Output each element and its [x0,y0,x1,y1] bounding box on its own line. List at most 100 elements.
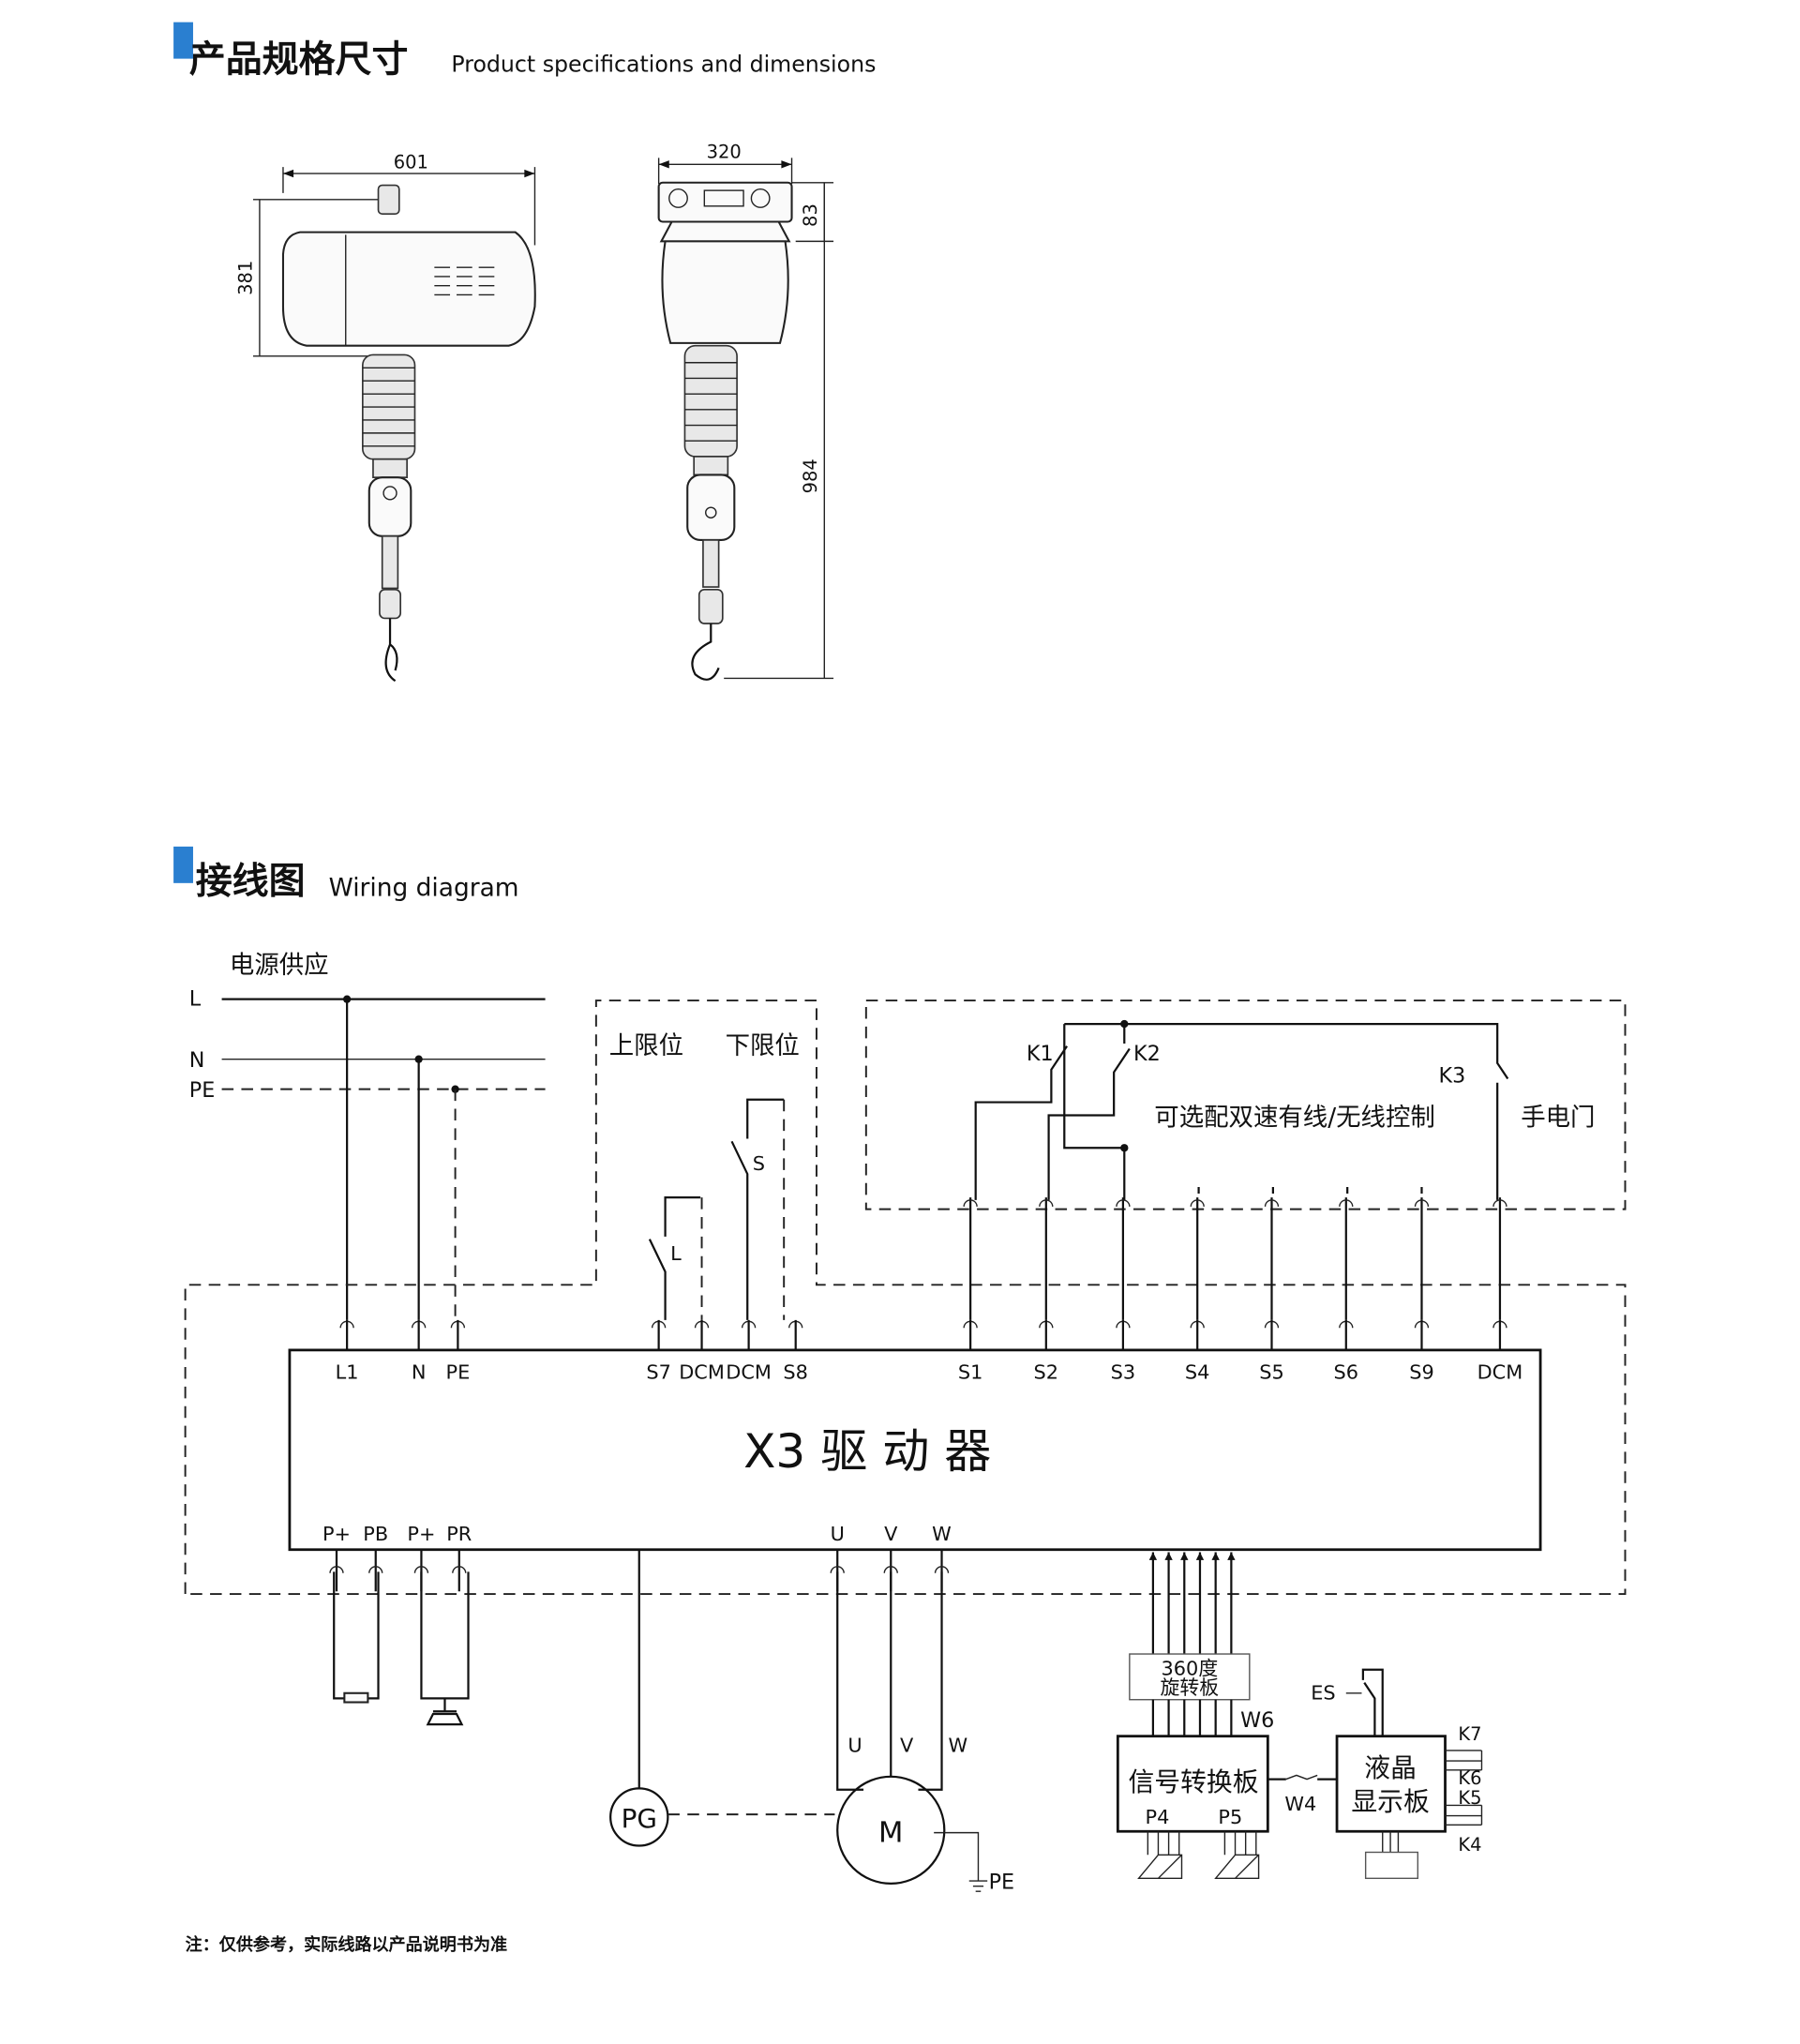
top-terminal-label: S3 [1111,1360,1136,1383]
k4-label: K4 [1458,1834,1481,1856]
motor-label: M [878,1816,903,1849]
label-L: L [189,987,202,1012]
control-boards: 360度 旋转板 W6 信号转换板 P4 P5 W4 液晶 显示板 ES K7 … [1116,1552,1483,1880]
lower-limit-label: 下限位 [726,1031,800,1060]
p5-label: P5 [1218,1806,1242,1828]
terminal-connector [963,1319,978,1350]
lcd-board [1335,1735,1447,1833]
lcd-screen [1364,1851,1418,1880]
top-terminal-label: DCM [679,1360,725,1383]
terminal-connector [368,1549,383,1592]
hoist-side-view: 320 83 984 [657,141,834,681]
label-N: N [189,1048,205,1073]
top-terminal-label: L1 [336,1360,359,1383]
terminal-connector [1492,1319,1508,1350]
lcd-board-label-2: 显示板 [1351,1786,1429,1817]
limit-switches: 上限位 下限位 L S [609,1031,800,1320]
manual-control-label: 手电门 [1521,1104,1595,1133]
v-label: V [900,1734,914,1756]
terminal-connector [694,1319,710,1350]
lcd-board-label-1: 液晶 [1364,1752,1417,1783]
w6-label: W6 [1240,1708,1274,1733]
k7-label: K7 [1458,1723,1481,1745]
accent-square [173,22,193,59]
top-terminal-label: DCM [1478,1360,1523,1383]
w-label: W [948,1734,968,1756]
rotary-board-label-2: 旋转板 [1161,1676,1220,1699]
u-label: U [848,1734,862,1756]
signal-board [1116,1735,1269,1833]
terminal-connector [339,1319,354,1350]
top-terminal-label: S7 [646,1360,671,1383]
terminal-connector [651,1319,667,1350]
bottom-terminal-label: PR [446,1523,472,1545]
top-terminal-label: S8 [783,1360,808,1383]
terminal-connector [1116,1319,1131,1350]
terminal-connector [452,1549,467,1592]
pg-label: PG [622,1803,657,1834]
power-supply: 电源供应 L N PE [189,951,546,1320]
terminal-connector [1039,1319,1054,1350]
terminal-connector [329,1549,344,1592]
bottom-terminal-label: P+ [407,1523,435,1545]
terminal-connectors [329,1197,1508,1592]
terminal-connector [411,1319,427,1350]
bottom-terminal-label: PB [363,1523,388,1545]
power-title: 电源供应 [230,951,329,980]
k5-label: K5 [1458,1787,1481,1809]
k1-label: K1 [1027,1042,1054,1066]
brake-resistor [333,1571,470,1726]
top-terminal-label: S4 [1185,1360,1210,1383]
bottom-terminal-label: V [884,1523,898,1545]
section-title-en: Wiring diagram [329,874,519,903]
footnote: 注：仅供参考，实际线路以产品说明书为准 [186,1934,507,1955]
terminal-connector [450,1319,466,1350]
top-terminal-label: S9 [1409,1360,1434,1383]
top-terminal-label: S1 [958,1360,983,1383]
switch-S-label: S [753,1152,765,1175]
dim-side-total: 984 [800,458,821,493]
k2-label: K2 [1133,1042,1161,1066]
section-title-cn: 接线图 [196,861,306,903]
dim-side-top: 83 [800,203,821,227]
motor-section: PG M U V W PE [609,1549,1014,1894]
top-terminal-label: S6 [1334,1360,1359,1383]
w4-label: W4 [1284,1793,1316,1815]
dim-side-width: 320 [707,141,742,162]
bottom-terminal-label: U [831,1523,845,1545]
label-PE: PE [189,1078,215,1103]
rotary-board [1129,1653,1251,1701]
upper-limit-label: 上限位 [609,1031,683,1060]
top-terminal-label: S2 [1034,1360,1059,1383]
terminal-connector [788,1319,803,1350]
es-label: ES [1311,1682,1335,1705]
accent-square [173,846,193,883]
top-terminal-label: DCM [726,1360,772,1383]
top-terminal-label: N [412,1360,427,1383]
control-switches: K1 K2 K3 可选配双速有线/无线控制 手电门 [974,1019,1595,1200]
top-terminal-label: S5 [1259,1360,1284,1383]
section-title-cn: 产品规格尺寸 [189,39,409,82]
terminal-connector [1414,1319,1430,1350]
terminal-connector [741,1319,757,1350]
optional-control-label: 可选配双速有线/无线控制 [1154,1104,1435,1133]
k6-label: K6 [1458,1767,1481,1789]
section-header-wiring: 接线图 Wiring diagram [173,846,519,903]
hoist-front-view: 601 381 [235,151,536,683]
dim-front-width: 601 [394,151,428,173]
p4-label: P4 [1146,1806,1170,1828]
bottom-terminal-label: W [932,1523,952,1545]
section-header-specs: 产品规格尺寸 Product specifications and dimens… [173,22,876,82]
terminal-connector [1339,1319,1354,1350]
switch-L-label: L [670,1242,682,1265]
section-title-en: Product specifications and dimensions [451,52,876,78]
terminal-connector [1264,1319,1280,1350]
dim-front-height: 381 [235,261,257,295]
driver-title: X3 驱 动 器 [743,1424,991,1479]
k3-label: K3 [1439,1064,1466,1089]
top-terminal-label: PE [446,1360,471,1383]
rotary-board-label-1: 360度 [1162,1657,1219,1679]
bottom-terminal-label: P+ [322,1523,351,1545]
